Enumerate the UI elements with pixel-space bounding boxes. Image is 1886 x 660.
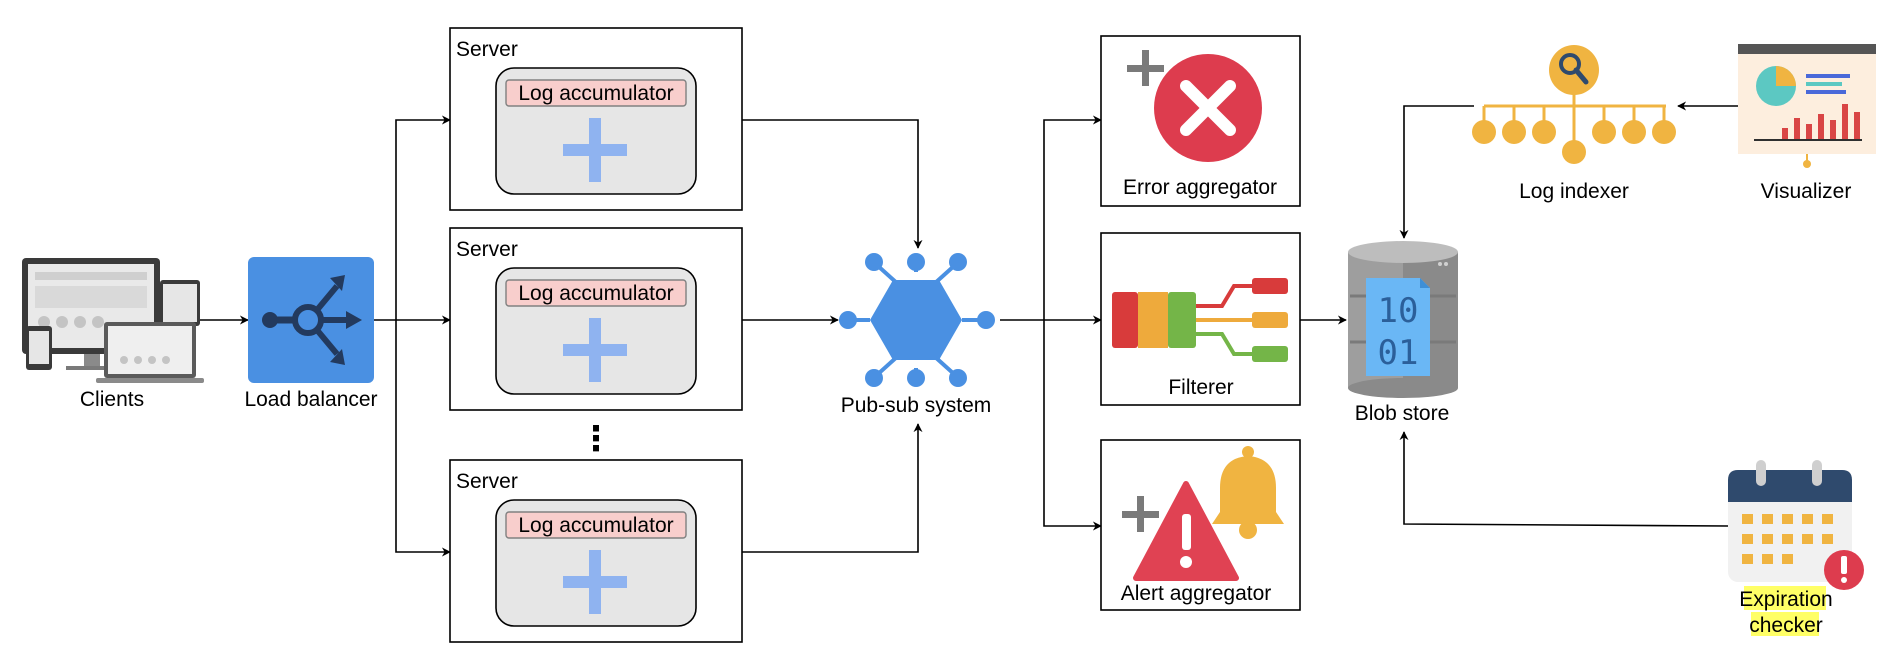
calendar-alert-icon: [1728, 460, 1864, 590]
server-ellipsis: ⋮: [579, 419, 613, 459]
plus-icon: [1122, 496, 1159, 532]
log-indexer-label: Log indexer: [1519, 180, 1629, 203]
log-accumulator-label: Log accumulator: [518, 514, 673, 537]
server-node-2: Server Log accumulator: [449, 227, 743, 411]
hexagon-network-icon: [839, 253, 995, 387]
filterer-label: Filterer: [1168, 376, 1233, 399]
server-node-1: Server Log accumulator: [449, 27, 743, 211]
clients-label: Clients: [80, 388, 144, 411]
server-node-3: Server Log accumulator: [449, 459, 743, 643]
clients-node: Clients: [22, 258, 204, 411]
log-accumulator-tag: [505, 79, 687, 107]
alert-triangle-icon: [1133, 481, 1239, 581]
log-accumulator-label: Log accumulator: [518, 82, 673, 105]
edges: [200, 101, 1738, 557]
expiration-label-line2: checker: [1749, 614, 1823, 637]
devices-icon: [22, 258, 204, 383]
plus-icon: [563, 318, 627, 382]
error-aggregator-label: Error aggregator: [1123, 176, 1277, 199]
blob-store-node: 10 01 Blob store: [1348, 241, 1458, 425]
error-aggregator-node: Error aggregator: [1100, 35, 1301, 207]
edge-server1-to-pubsub: [742, 119, 923, 249]
database-icon: [1348, 241, 1458, 398]
search-tree-icon: [1472, 45, 1676, 164]
edge-indexer-to-blob: [1399, 105, 1474, 239]
load-balancer-node: Load balancer: [244, 257, 378, 411]
log-accumulator-tag: [505, 511, 687, 539]
edge-lb-to-server1: [395, 115, 451, 320]
blob-bits-bottom: 01: [1378, 333, 1419, 373]
server-label: Server: [456, 470, 518, 493]
pubsub-label: Pub-sub system: [841, 394, 992, 417]
presentation-board-icon: [1738, 44, 1876, 168]
filter-pipes-icon: [1112, 278, 1288, 362]
blob-store-label: Blob store: [1355, 402, 1450, 425]
alert-aggregator-label: Alert aggregator: [1121, 582, 1272, 605]
alert-aggregator-node: Alert aggregator: [1100, 439, 1301, 611]
edge-pubsub-to-alert: [1043, 320, 1102, 531]
log-accumulator-label: Log accumulator: [518, 282, 673, 305]
log-accumulator-tag: [505, 279, 687, 307]
expiration-checker-node: Expiration checker: [1728, 460, 1864, 637]
error-x-icon: [1154, 54, 1262, 162]
visualizer-node: Visualizer: [1738, 44, 1876, 203]
edge-expiration-to-blob: [1399, 431, 1729, 527]
plus-icon: [1127, 50, 1164, 86]
log-indexer-node: Log indexer: [1472, 45, 1676, 203]
expiration-highlight: [1744, 586, 1826, 610]
filterer-node: Filterer: [1100, 232, 1301, 406]
load-balancer-icon: [248, 257, 374, 383]
plus-icon: [563, 550, 627, 614]
visualizer-label: Visualizer: [1761, 180, 1852, 203]
server-label: Server: [456, 38, 518, 61]
plus-icon: [563, 118, 627, 182]
edge-pubsub-to-error: [1043, 115, 1102, 320]
edge-server3-to-pubsub: [742, 423, 923, 553]
bell-icon: [1212, 446, 1284, 539]
pubsub-node: Pub-sub system: [839, 253, 995, 417]
expiration-highlight: [1751, 612, 1819, 636]
edge-lb-to-server3: [395, 320, 451, 557]
expiration-label-line1: Expiration: [1739, 588, 1832, 611]
server-label: Server: [456, 238, 518, 261]
load-balancer-label: Load balancer: [244, 388, 377, 411]
blob-bits-top: 10: [1378, 291, 1419, 331]
